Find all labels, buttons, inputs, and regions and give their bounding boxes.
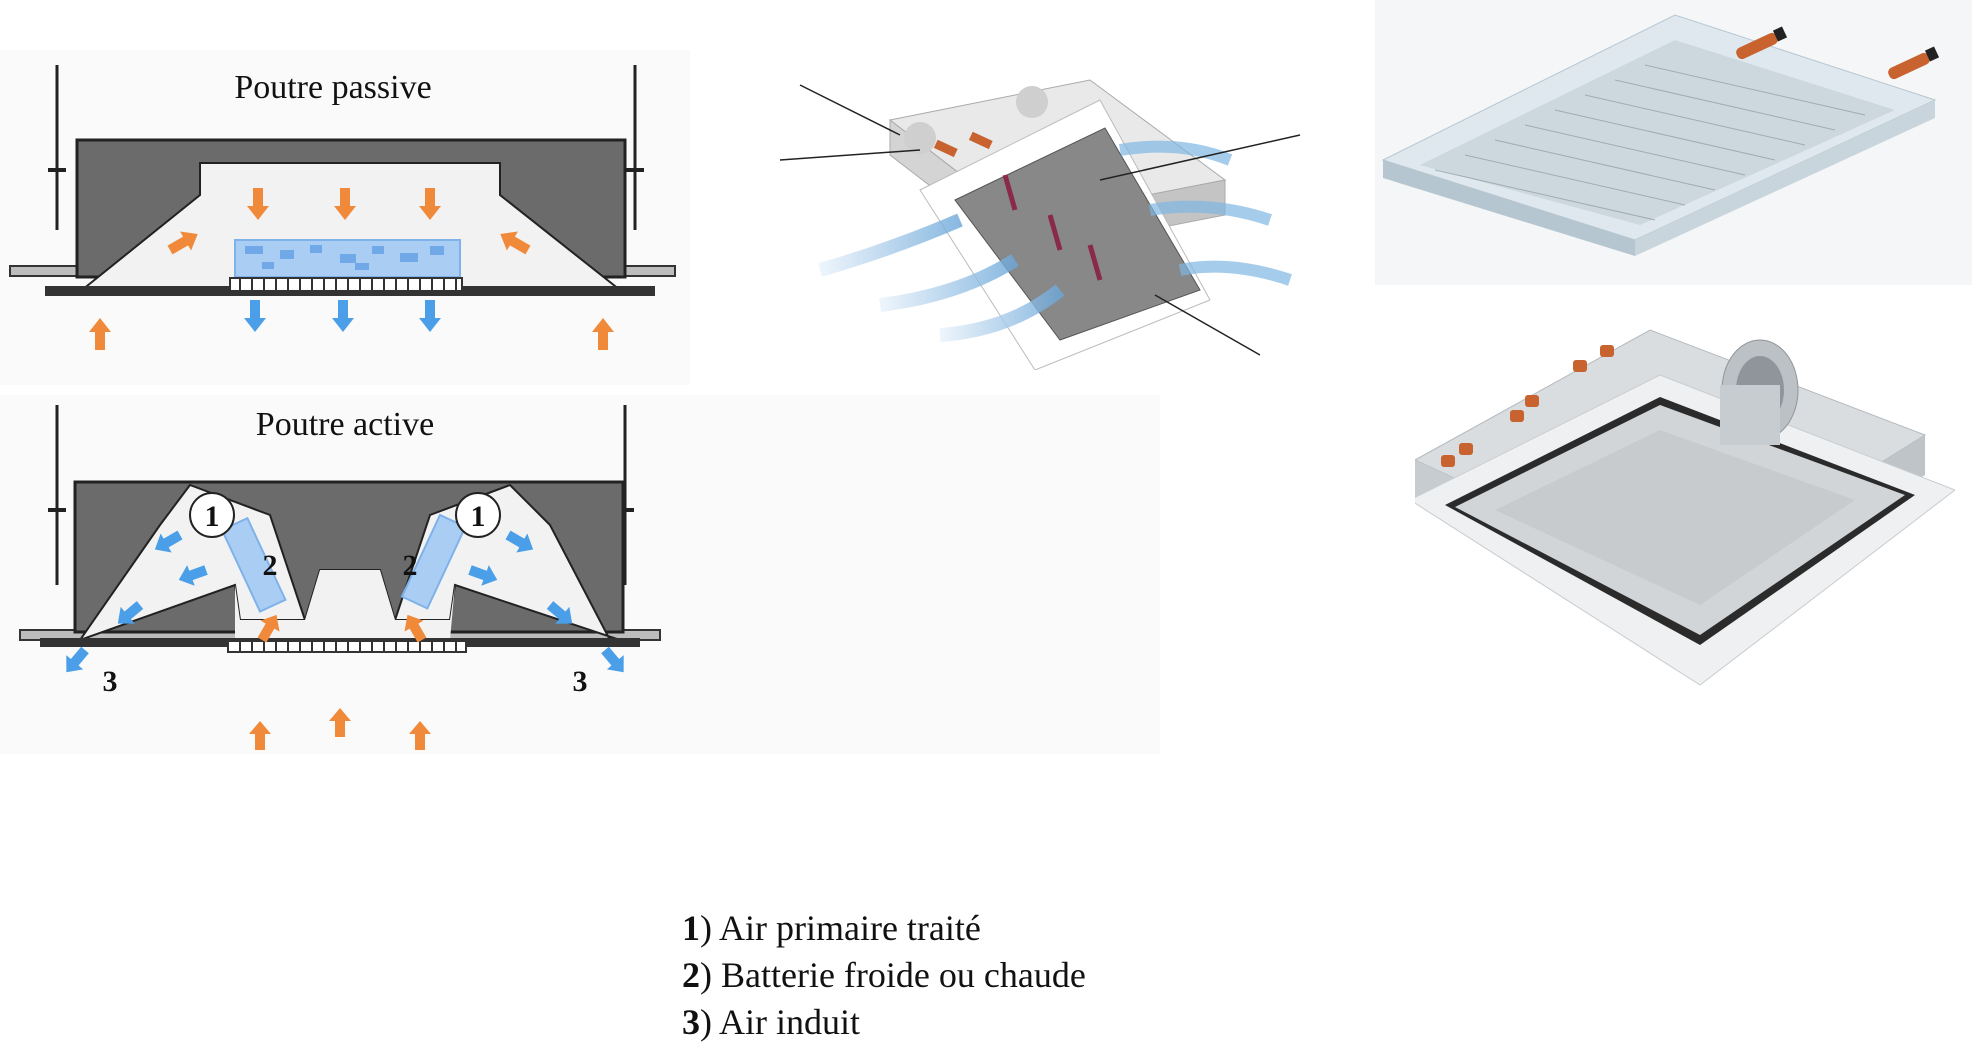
passive-beam-diagram: Poutre passive — [0, 50, 690, 385]
square-beam-product-photo — [1415, 315, 1955, 735]
marker-2-right: 2 — [403, 549, 418, 582]
linear-beam-product-photo — [1375, 0, 1972, 285]
legend-item-3: 3) Air induit — [682, 1002, 860, 1042]
marker-1-right: 1 — [471, 500, 486, 533]
beam-3d-illustration — [770, 40, 1330, 370]
marker-3-left: 3 — [103, 665, 118, 698]
active-beam-diagram: Poutre active 1 1 2 2 3 3 — [0, 395, 1160, 1042]
active-title: Poutre active — [256, 406, 434, 443]
passive-title: Poutre passive — [234, 69, 431, 106]
marker-1-left: 1 — [205, 500, 220, 533]
legend-item-1: 1) Air primaire traité — [682, 908, 981, 948]
marker-3-right: 3 — [573, 665, 588, 698]
legend: 1) Air primaire traité 2) Batterie froid… — [682, 905, 1086, 1046]
legend-item-2: 2) Batterie froide ou chaude — [682, 955, 1086, 995]
marker-2-left: 2 — [263, 549, 278, 582]
